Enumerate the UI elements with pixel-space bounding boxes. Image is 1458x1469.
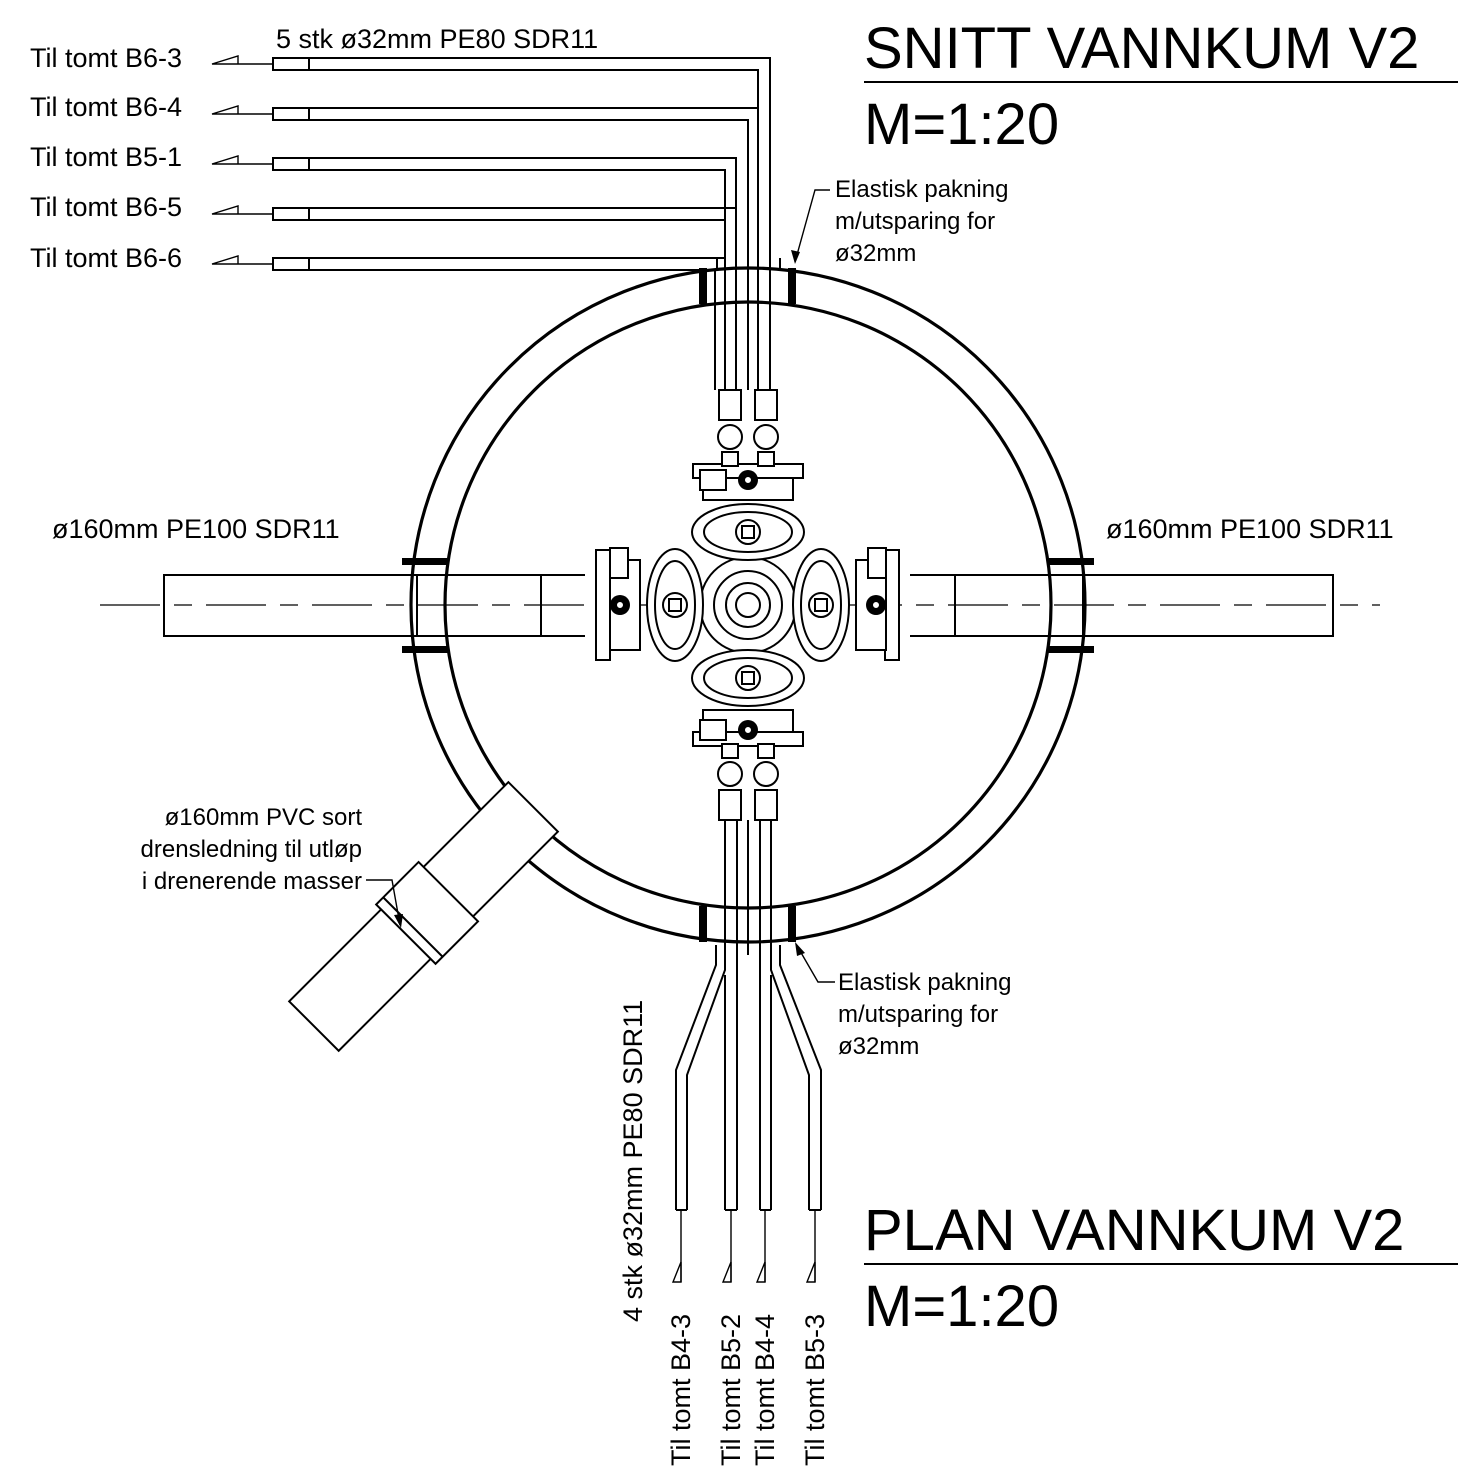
pipe-b4-3-outer [675,945,717,1210]
wall-seal-top-left [699,268,707,304]
wall-seal-left-bottom [402,646,448,653]
main-pipe-left-outside [163,574,418,637]
dest-label-b4-3: Til tomt B4-3 [666,1314,696,1466]
drain-label-line-1: ø160mm PVC sort [165,804,363,831]
service-pipes-bottom [675,820,822,1282]
wall-seal-bottom-left [699,906,707,942]
valve-top [691,503,805,561]
gasket-callout-top: Elastisk pakning m/utsparing for ø32mm [791,176,1008,267]
section-scale: M=1:20 [864,92,1059,157]
drain-socket-line [382,896,444,958]
dest-label-b6-6: Til tomt B6-6 [30,243,182,273]
dest-label-b6-4: Til tomt B6-4 [30,92,182,122]
gasket-top-line-2: m/utsparing for [835,208,995,235]
drain-label-line-3: i drenerende masser [142,868,362,895]
dest-label-b6-5: Til tomt B6-5 [30,192,182,222]
service-valves-top [717,389,779,467]
gasket-bottom-line-2: m/utsparing for [838,1001,998,1028]
top-pipe-labels: 5 stk ø32mm PE80 SDR11 Til tomt B6-3 Til… [30,24,598,273]
main-pipe-left-label: ø160mm PE100 SDR11 [52,514,340,544]
valve-left [646,548,704,662]
dest-label-b5-3: Til tomt B5-3 [800,1314,830,1466]
service-valves-bottom [717,743,779,821]
plan-title: PLAN VANNKUM V2 [864,1198,1404,1263]
top-label-arrows [211,55,273,265]
wall-seal-bottom-right [788,906,796,942]
drain-pipe [287,780,560,1053]
section-title-block: SNITT VANNKUM V2 M=1:20 [864,16,1458,157]
valve-bottom [691,649,805,707]
pipe-b6-6-inner [273,269,716,390]
bottom-pipe-labels: 4 stk ø32mm PE80 SDR11 Til tomt B4-3 Til… [618,1000,830,1466]
section-title: SNITT VANNKUM V2 [864,16,1419,81]
gasket-bottom-line-3: ø32mm [838,1033,919,1060]
gasket-top-line-1: Elastisk pakning [835,176,1008,203]
gasket-top-line-3: ø32mm [835,240,916,267]
wall-seal-left-top [402,558,448,565]
wall-seal-right-bottom [1048,646,1094,653]
bottom-pipes-spec: 4 stk ø32mm PE80 SDR11 [618,1000,648,1322]
main-pipe-right-outside [1082,574,1334,637]
gasket-callout-bottom: Elastisk pakning m/utsparing for ø32mm [795,942,1011,1060]
gasket-bottom-line-1: Elastisk pakning [838,969,1011,996]
plan-title-block: PLAN VANNKUM V2 M=1:20 [864,1198,1458,1339]
dest-label-b5-1: Til tomt B5-1 [30,142,182,172]
pipe-b6-4-inner [273,119,749,390]
drain-label-line-2: drensledning til utløp [141,836,362,863]
dest-label-b6-3: Til tomt B6-3 [30,43,182,73]
plan-scale: M=1:20 [864,1274,1059,1339]
service-pipes-top [272,57,796,390]
pipe-b5-3-inner [770,955,810,1210]
dest-label-b4-4: Til tomt B4-4 [750,1314,780,1466]
flange-right-outer [884,549,900,661]
wall-seal-top-right [788,268,796,304]
wall-seal-right-top [1048,558,1094,565]
pipe-b4-3-inner [686,955,726,1210]
bottom-label-arrows [671,1261,816,1283]
pipe-b5-1-inner [273,169,726,390]
pipe-end-stubs [272,57,310,271]
flange-left-outer [595,549,611,661]
valve-right [792,548,850,662]
drain-callout: ø160mm PVC sort drensledning til utløp i… [141,804,403,928]
valve-assembly [595,389,900,821]
pipe-b6-3-outer [273,57,771,390]
main-pipe-right-label: ø160mm PE100 SDR11 [1106,514,1394,544]
pipe-b5-1-outer [273,157,737,390]
drain-pipe-socket [374,860,480,966]
dest-label-b5-2: Til tomt B5-2 [716,1314,746,1466]
pipe-b5-3-outer [779,945,822,1210]
top-pipes-spec: 5 stk ø32mm PE80 SDR11 [276,24,598,54]
pipe-b6-3-inner [273,69,759,390]
